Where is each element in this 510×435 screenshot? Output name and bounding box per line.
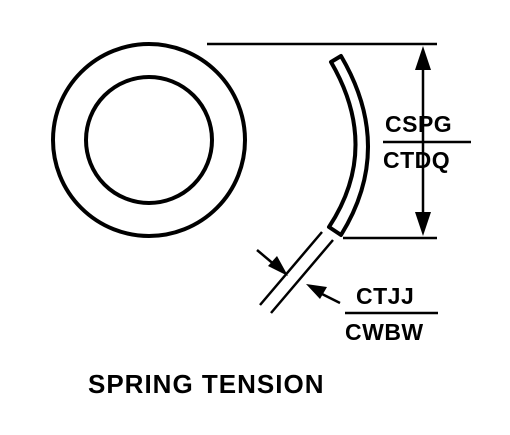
thickness-extension-line-right xyxy=(270,239,334,314)
washer-side-profile xyxy=(327,54,370,237)
label-cspg: CSPG xyxy=(385,111,453,137)
label-ctjj: CTJJ xyxy=(356,283,415,309)
label-ctdq: CTDQ xyxy=(383,147,451,173)
height-arrow-down-icon xyxy=(415,212,431,236)
label-cwbw: CWBW xyxy=(345,319,424,345)
height-arrow-up-icon xyxy=(415,46,431,70)
thickness-extension-line-left xyxy=(259,231,323,306)
thickness-arrow-left-icon xyxy=(268,256,288,276)
thickness-arrow-right-icon xyxy=(306,284,327,299)
washer-outer-circle xyxy=(51,42,247,238)
diagram-title: SPRING TENSION xyxy=(88,369,325,399)
washer-inner-circle xyxy=(84,75,214,205)
